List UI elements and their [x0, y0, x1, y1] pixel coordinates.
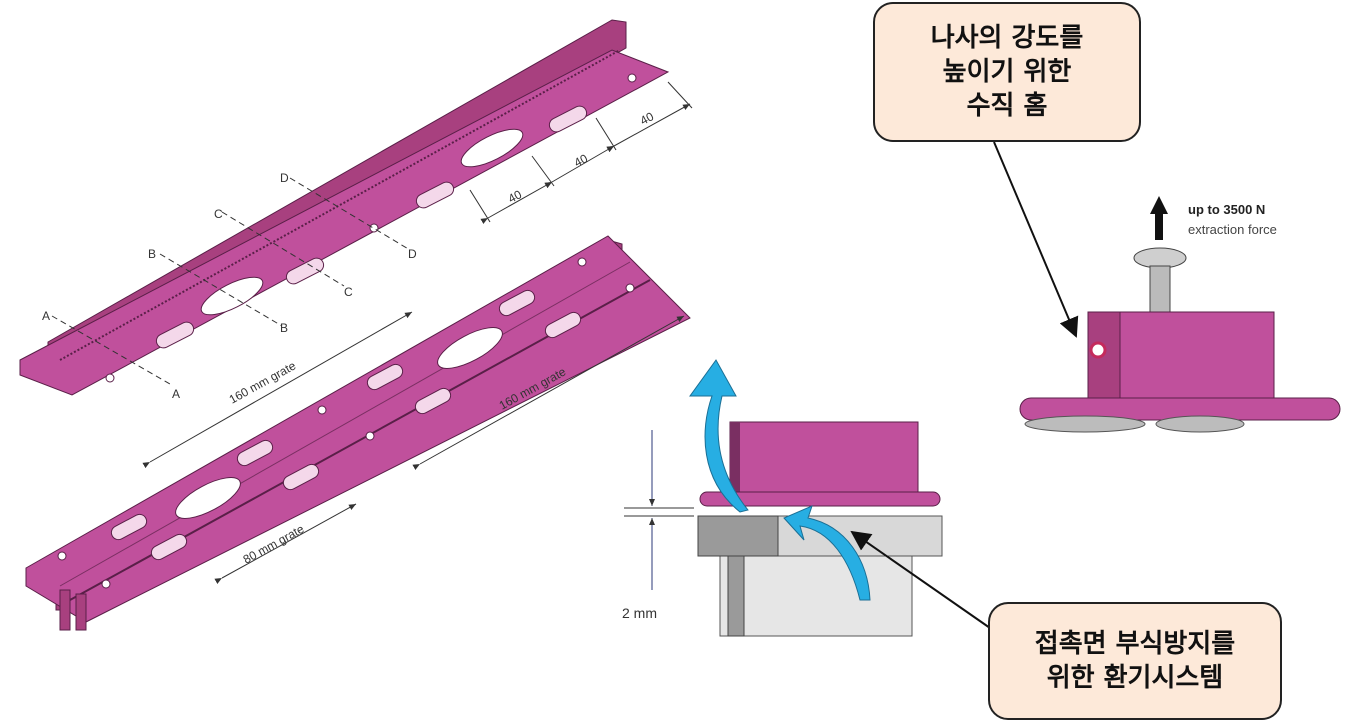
section-label: D — [408, 247, 417, 261]
rail-bottom-flange — [25, 235, 691, 623]
callout-line: 위한 환기시스템 — [1046, 663, 1224, 693]
dim-label: 40 — [506, 187, 525, 206]
callout-line: 수직 홈 — [966, 91, 1048, 121]
section-label: C — [214, 207, 223, 221]
dim-label: 40 — [572, 151, 591, 170]
callout-pointer — [850, 530, 991, 629]
ventilation-section: 2 mm — [622, 359, 943, 637]
callout-pointer — [993, 141, 1079, 338]
callout-line: 접촉면 부식방지를 — [1034, 629, 1236, 659]
airflow-arrow — [689, 359, 749, 513]
screw-detail: up to 3500 N extraction force — [1019, 196, 1341, 433]
dim-label: 160 mm grate — [227, 358, 299, 406]
section-label: C — [344, 285, 353, 299]
force-label: extraction force — [1188, 222, 1277, 237]
callout-screw-groove: 나사의 강도를 높이기 위한 수직 홈 — [873, 2, 1141, 142]
gap-label: 2 mm — [622, 605, 657, 621]
callout-line: 높이기 위한 — [942, 57, 1072, 87]
callout-ventilation: 접촉면 부식방지를 위한 환기시스템 — [988, 602, 1282, 720]
rail-bottom: 160 mm grate 160 mm grate 80 mm grate — [25, 235, 691, 631]
airflow-arrow — [783, 505, 871, 601]
dim-label: 40 — [638, 109, 657, 128]
callout-line: 나사의 강도를 — [930, 23, 1084, 53]
section-label: A — [172, 387, 180, 401]
section-label: A — [42, 309, 50, 323]
force-value: up to 3500 N — [1188, 202, 1265, 217]
section-label: B — [280, 321, 288, 335]
section-label: D — [280, 171, 289, 185]
section-label: B — [148, 247, 156, 261]
